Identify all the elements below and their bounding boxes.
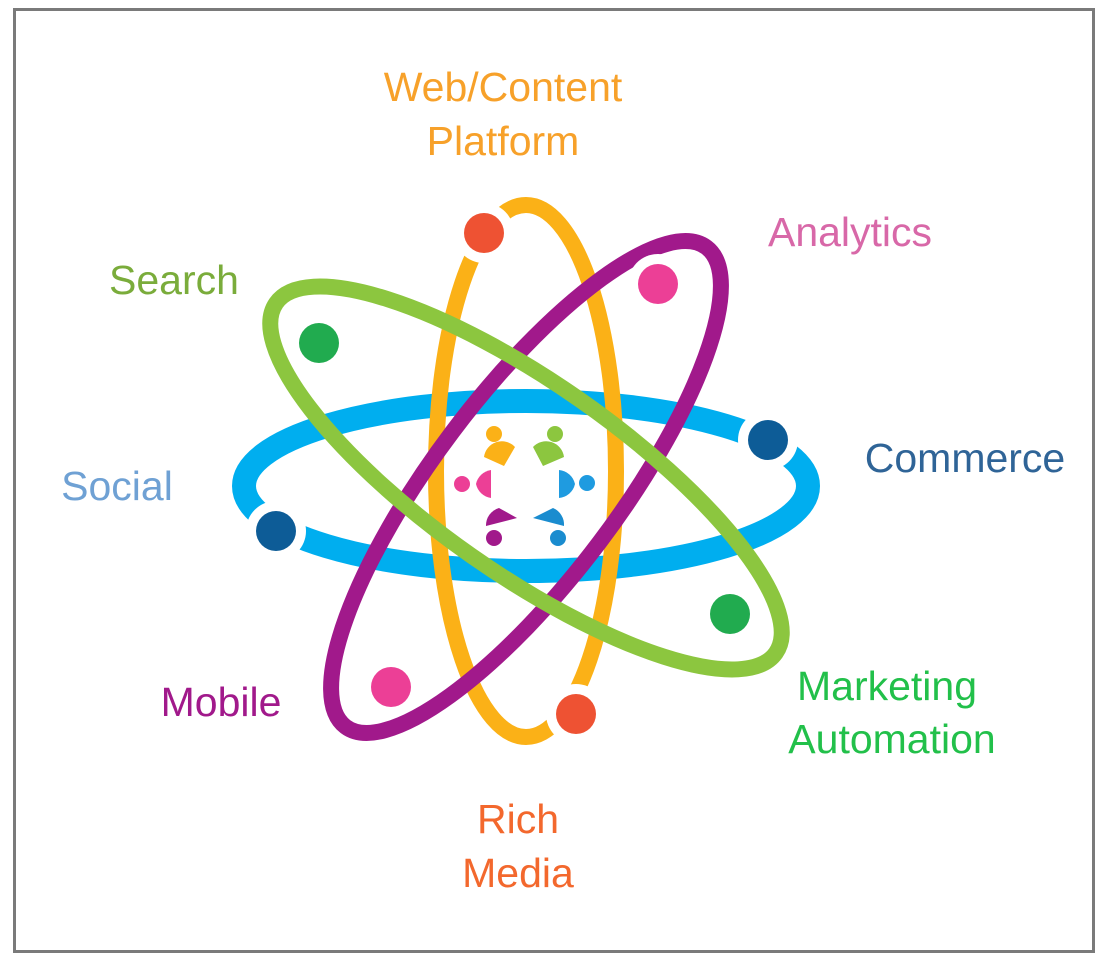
label-commerce: Commerce	[865, 435, 1065, 481]
diagram-frame	[13, 8, 1095, 953]
planet-mobile	[371, 667, 411, 707]
people-circle-icon	[454, 426, 595, 546]
label-search: Search	[109, 257, 239, 303]
planet-rich-media	[556, 694, 596, 734]
label-web-content-line1: Web/Content	[384, 64, 623, 110]
planet-social	[256, 511, 296, 551]
label-marketing-line1: Marketing	[797, 663, 977, 709]
label-marketing-line2: Automation	[788, 716, 995, 762]
label-social: Social	[61, 463, 173, 509]
planet-marketing	[710, 594, 750, 634]
planet-search	[299, 323, 339, 363]
label-analytics: Analytics	[768, 209, 932, 255]
orbit-web-content	[428, 197, 624, 745]
label-rich-media-line2: Media	[462, 850, 574, 896]
orbit-social	[232, 389, 820, 583]
planet-web-content	[464, 213, 504, 253]
planet-commerce	[748, 420, 788, 460]
orbit-search	[262, 278, 790, 678]
planet-analytics	[638, 264, 678, 304]
label-mobile: Mobile	[161, 679, 282, 725]
label-web-content-line2: Platform	[427, 118, 580, 164]
orbit-mobile	[323, 233, 729, 741]
label-rich-media-line1: Rich	[477, 796, 559, 842]
